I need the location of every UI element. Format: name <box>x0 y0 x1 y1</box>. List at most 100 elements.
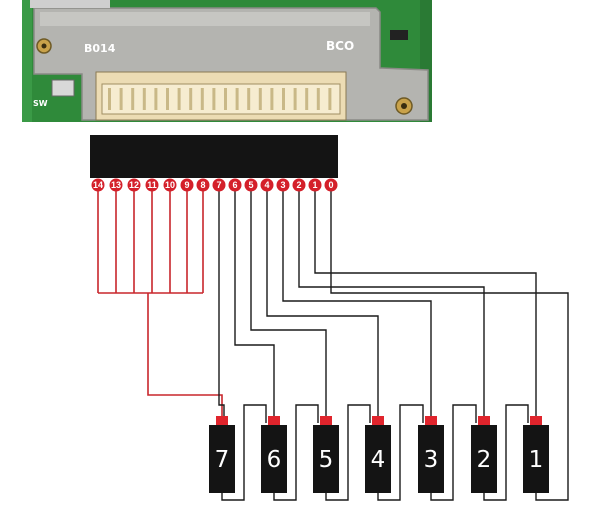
connector-pin-label: 3 <box>280 180 285 190</box>
battery-cell-terminal <box>320 416 332 426</box>
battery-cell-terminal <box>268 416 280 426</box>
connector-pin-label: 13 <box>111 180 121 190</box>
connector-pin: 14 <box>91 178 105 192</box>
battery-cell-terminal <box>372 416 384 426</box>
board-pin <box>270 88 274 110</box>
switch-label: SW <box>33 99 48 108</box>
connector-pin-marker <box>228 178 242 192</box>
board-pin <box>131 88 135 110</box>
battery-cell: 4 <box>365 416 391 493</box>
connector-pin: 0 <box>324 178 338 192</box>
board-pin <box>293 88 297 110</box>
connector-pin: 2 <box>292 178 306 192</box>
bms-board-photo: B014 BCO SW <box>22 0 432 122</box>
connector-pin: 6 <box>228 178 242 192</box>
connector-pin-label: 9 <box>184 180 189 190</box>
battery-cell-label: 4 <box>371 447 386 473</box>
black-wire <box>218 185 225 418</box>
black-wire <box>330 185 569 501</box>
black-wire <box>298 185 485 418</box>
connector-pin: 7 <box>212 178 226 192</box>
board-connector-pins <box>108 88 332 110</box>
black-wire <box>250 185 327 418</box>
battery-cell-body <box>365 425 391 493</box>
battery-cell-row: 7 6 5 4 3 2 1 <box>209 416 549 493</box>
series-link-wire <box>430 404 477 501</box>
battery-cell: 1 <box>523 416 549 493</box>
connector-pin-marker <box>180 178 194 192</box>
board-pin <box>212 88 216 110</box>
screw-hole-right-center <box>401 103 407 109</box>
connector-pin-label: 5 <box>248 180 253 190</box>
battery-cell: 6 <box>261 416 287 493</box>
battery-cell-label: 3 <box>424 447 439 473</box>
board-pin <box>316 88 320 110</box>
connector-pin-label: 1 <box>312 180 317 190</box>
board-pin <box>235 88 239 110</box>
battery-cell-label: 1 <box>529 447 544 473</box>
connector-pin-label: 11 <box>147 180 157 190</box>
series-link-wire <box>483 404 529 501</box>
board-pin <box>224 88 227 110</box>
battery-cell-terminal <box>478 416 490 426</box>
battery-cell-label: 6 <box>267 447 282 473</box>
board-pin <box>282 88 285 110</box>
board-pin <box>247 88 251 110</box>
connector-pin-label: 2 <box>296 180 301 190</box>
connector-pin-marker <box>324 178 338 192</box>
connector-pin-label: 6 <box>232 180 237 190</box>
battery-cell-body <box>523 425 549 493</box>
series-link-wire <box>377 404 424 501</box>
connector-pin-label: 10 <box>165 180 175 190</box>
battery-cell-terminal <box>425 416 437 426</box>
series-link-wire <box>273 404 319 501</box>
connector-pin-label: 8 <box>200 180 205 190</box>
board-pin <box>200 88 204 110</box>
top-connector <box>30 0 110 8</box>
switch-body <box>51 79 75 97</box>
battery-cell: 5 <box>313 416 339 493</box>
shield-highlight <box>40 12 370 26</box>
board-pin <box>166 88 169 110</box>
connector-pin-label: 14 <box>93 180 103 190</box>
connector-pin-marker <box>260 178 274 192</box>
connector-pin: 1 <box>308 178 322 192</box>
battery-cell-body <box>471 425 497 493</box>
black-wire <box>314 185 537 418</box>
connector-pin: 11 <box>145 178 159 192</box>
connector-pin-label: 12 <box>129 180 139 190</box>
battery-cell-terminal <box>530 416 542 426</box>
connector-pin-marker <box>91 178 105 192</box>
connector-pin-marker <box>196 178 210 192</box>
board-pin <box>328 88 332 110</box>
battery-cell-label: 7 <box>215 447 230 473</box>
black-wire <box>234 185 275 418</box>
connector-pin: 10 <box>163 178 177 192</box>
black-wire-harness <box>218 185 569 501</box>
battery-cell: 7 <box>209 416 235 493</box>
connector-pin: 4 <box>260 178 274 192</box>
battery-cell-body <box>418 425 444 493</box>
connector-pin: 8 <box>196 178 210 192</box>
board-pin <box>108 88 111 110</box>
connector-pin: 3 <box>276 178 290 192</box>
board-pin <box>142 88 146 110</box>
board-pin <box>258 88 262 110</box>
black-wire <box>282 185 432 418</box>
battery-cell-body <box>261 425 287 493</box>
connector-pin: 13 <box>109 178 123 192</box>
connector-pin-marker <box>145 178 159 192</box>
black-wire <box>266 185 379 418</box>
series-link-wire <box>325 404 371 501</box>
connector-pin-marker <box>308 178 322 192</box>
silkscreen-right: BCO <box>326 39 354 53</box>
screw-hole-left-center <box>41 43 47 49</box>
battery-cell-label: 2 <box>477 447 492 473</box>
board-pin <box>189 88 193 110</box>
battery-cell: 3 <box>418 416 444 493</box>
connector-pin-marker <box>163 178 177 192</box>
battery-cell-body <box>313 425 339 493</box>
connector-pin: 12 <box>127 178 141 192</box>
